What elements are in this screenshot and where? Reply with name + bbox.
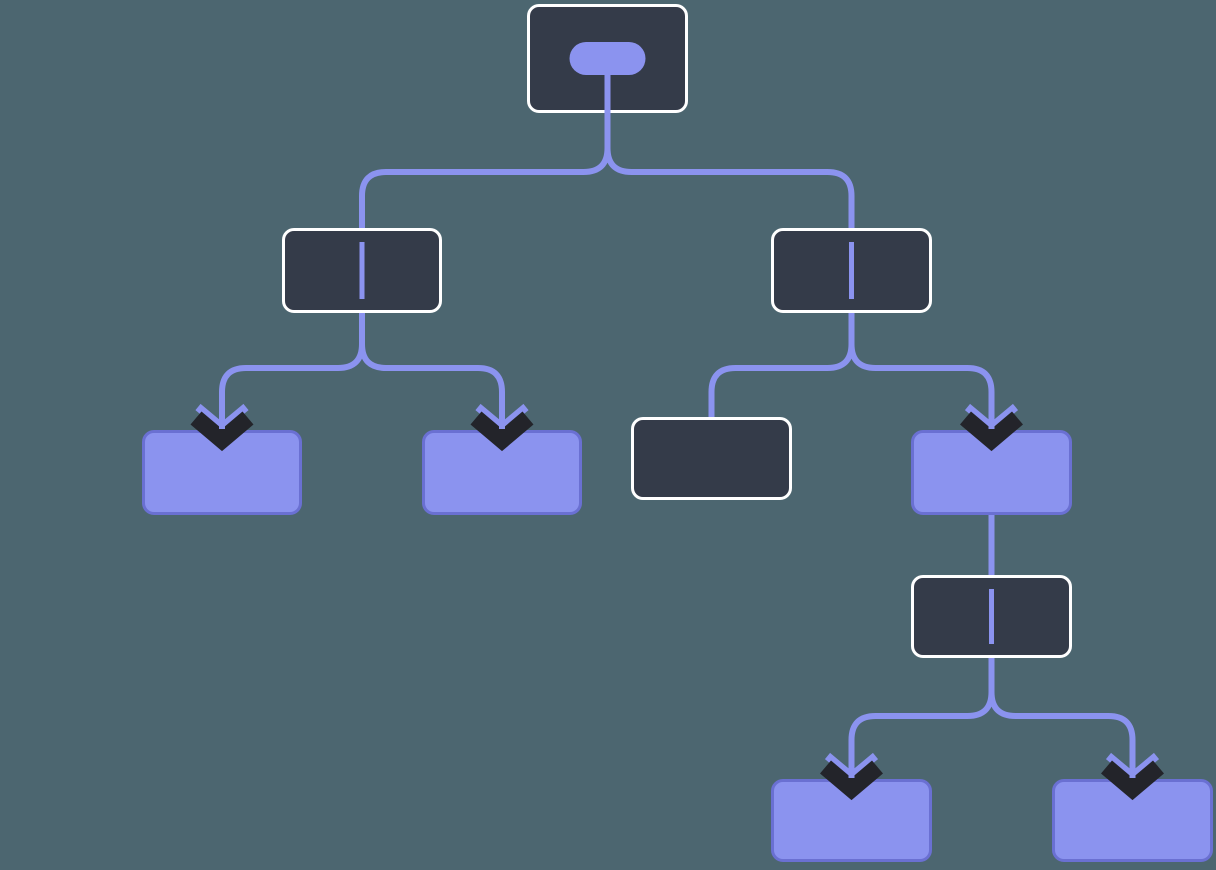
leaf-node-4[interactable] — [1052, 779, 1213, 862]
terminal-node-dark[interactable] — [631, 417, 792, 500]
branch-node-right[interactable] — [771, 228, 932, 313]
leaf-node-1[interactable] — [142, 430, 302, 515]
leaf-node-2[interactable] — [422, 430, 582, 515]
branch-node-right-child[interactable] — [911, 430, 1072, 515]
leaf-node-3[interactable] — [771, 779, 932, 862]
branch-node-left[interactable] — [282, 228, 442, 313]
branch-node-level4[interactable] — [911, 575, 1072, 658]
root-node[interactable] — [527, 4, 688, 113]
